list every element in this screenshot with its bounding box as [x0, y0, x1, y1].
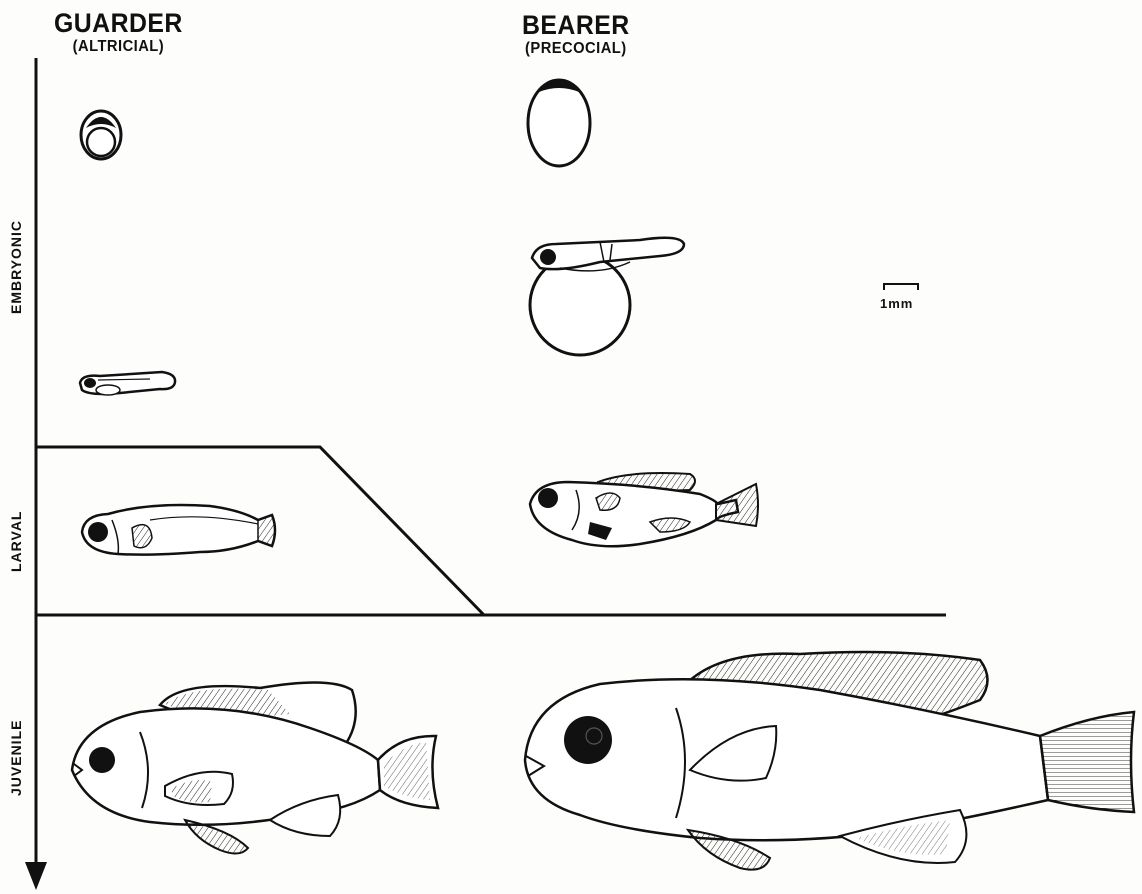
bearer-larva — [530, 473, 758, 546]
guarder-larva — [82, 505, 275, 555]
time-axis-arrow — [25, 58, 47, 890]
bearer-embryo-with-yolk — [530, 238, 684, 355]
guarder-juvenile — [72, 682, 438, 853]
scale-bar — [884, 284, 918, 290]
bearer-juvenile — [525, 652, 1134, 870]
bearer-egg — [528, 79, 590, 166]
guarder-hatchling — [80, 372, 175, 395]
guarder-egg — [81, 111, 121, 159]
